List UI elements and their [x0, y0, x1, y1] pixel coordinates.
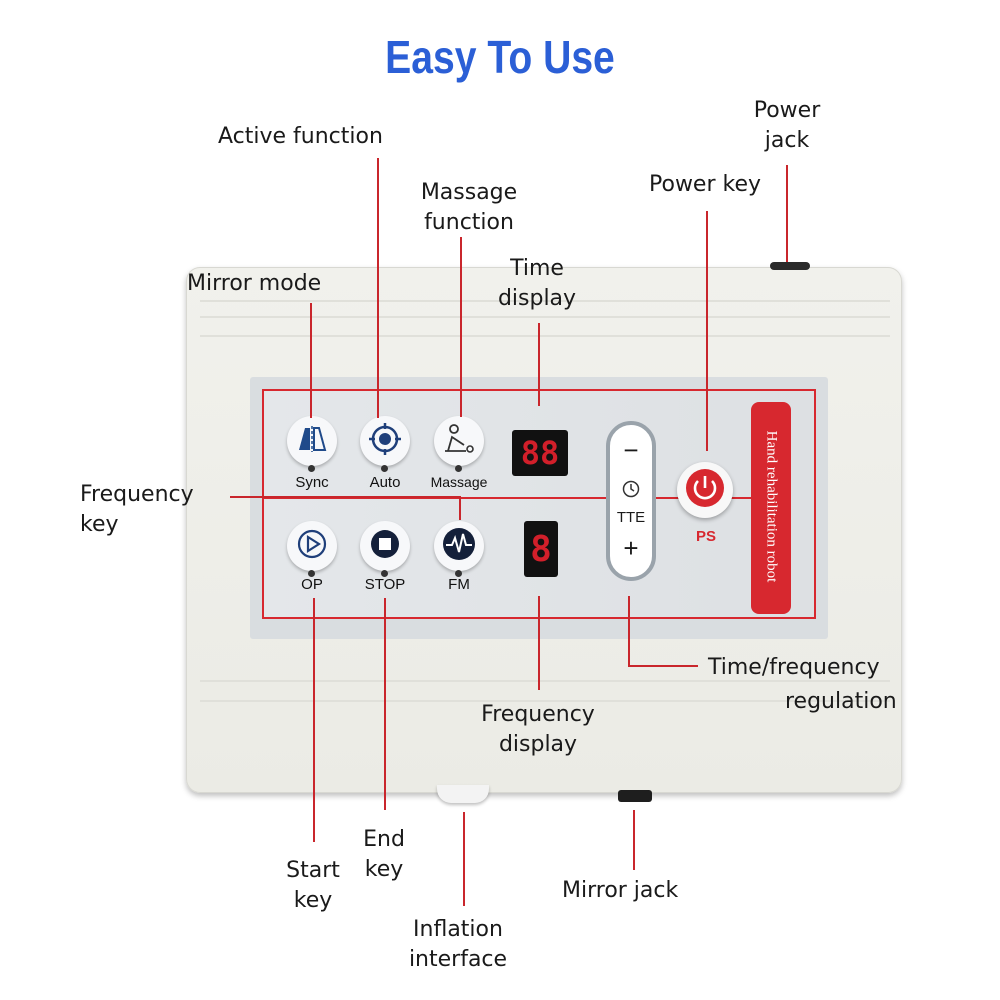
page-title: Easy To Use — [385, 31, 615, 83]
op-button[interactable] — [287, 521, 337, 577]
target-icon — [368, 422, 402, 460]
leader-mirror-mode — [310, 303, 312, 418]
callout-active-function: Active function — [218, 124, 383, 149]
body-stripe — [200, 700, 890, 702]
callout-frequency-key: Frequency key — [80, 482, 194, 537]
power-jack[interactable] — [770, 262, 810, 270]
mirror-jack-port[interactable] — [618, 790, 652, 802]
callout-mirror-jack: Mirror jack — [562, 878, 679, 903]
massage-button[interactable] — [434, 416, 484, 472]
play-icon — [296, 528, 328, 564]
brand-text: Hand rehabilitation robot — [763, 430, 780, 583]
clock-icon — [610, 480, 652, 503]
body-stripe — [200, 316, 890, 318]
massage-label: Massage — [430, 474, 488, 490]
fm-button[interactable] — [434, 521, 484, 577]
stop-label: STOP — [364, 576, 406, 593]
fm-label: FM — [448, 576, 470, 593]
leader-massage-function — [460, 237, 462, 417]
leader-end-key — [384, 598, 386, 810]
leader-active-function — [377, 158, 379, 418]
callout-end-key: End key — [363, 827, 405, 882]
pulse-icon — [441, 526, 477, 566]
callout-power-jack: Power jack — [753, 98, 821, 153]
massage-icon — [442, 423, 476, 459]
leader-regulation-h — [628, 665, 698, 667]
power-icon — [684, 467, 726, 513]
callout-inflation-interface: Inflation interface — [408, 917, 508, 972]
time-frequency-regulator: − TTE + — [606, 421, 656, 581]
sync-label: Sync — [295, 474, 329, 491]
mirror-icon — [296, 425, 328, 457]
leader-inflation — [463, 812, 465, 906]
power-label: PS — [695, 528, 716, 545]
callout-time-frequency-regulation: Time/frequency regulation — [708, 655, 897, 714]
leader-power-jack — [786, 165, 788, 262]
callout-frequency-display: Frequency display — [481, 702, 595, 757]
body-stripe — [200, 335, 890, 337]
minus-button[interactable]: − — [623, 435, 639, 465]
leader-mirror-jack — [633, 810, 635, 870]
inflation-interface-port[interactable] — [437, 785, 489, 803]
callout-time-display: Time display — [497, 256, 577, 311]
callout-massage-function: Massage function — [420, 180, 518, 235]
body-stripe — [200, 300, 890, 302]
plus-button[interactable]: + — [623, 533, 639, 563]
leader-start-key — [313, 598, 315, 842]
callout-start-key: Start key — [286, 858, 340, 913]
time-display: 88 — [512, 430, 568, 476]
tte-label: TTE — [616, 509, 646, 526]
callout-power-key: Power key — [649, 172, 762, 197]
frequency-display: 8 — [524, 521, 558, 577]
leader-power-key — [706, 211, 708, 451]
sync-button[interactable] — [287, 416, 337, 472]
op-label: OP — [301, 576, 323, 593]
stop-button[interactable] — [360, 521, 410, 577]
leader-frequency-key-h — [230, 496, 460, 498]
callout-mirror-mode: Mirror mode — [187, 271, 322, 296]
body-stripe — [200, 680, 890, 682]
leader-time-display — [538, 323, 540, 406]
panel-divider — [262, 497, 762, 499]
leader-frequency-key-v — [459, 496, 461, 520]
power-key[interactable] — [677, 462, 733, 518]
brand-band — [751, 402, 791, 614]
auto-button[interactable] — [360, 416, 410, 472]
leader-frequency-display — [538, 596, 540, 690]
leader-regulation-v — [628, 596, 630, 666]
auto-label: Auto — [369, 474, 401, 491]
stop-icon — [369, 528, 401, 564]
